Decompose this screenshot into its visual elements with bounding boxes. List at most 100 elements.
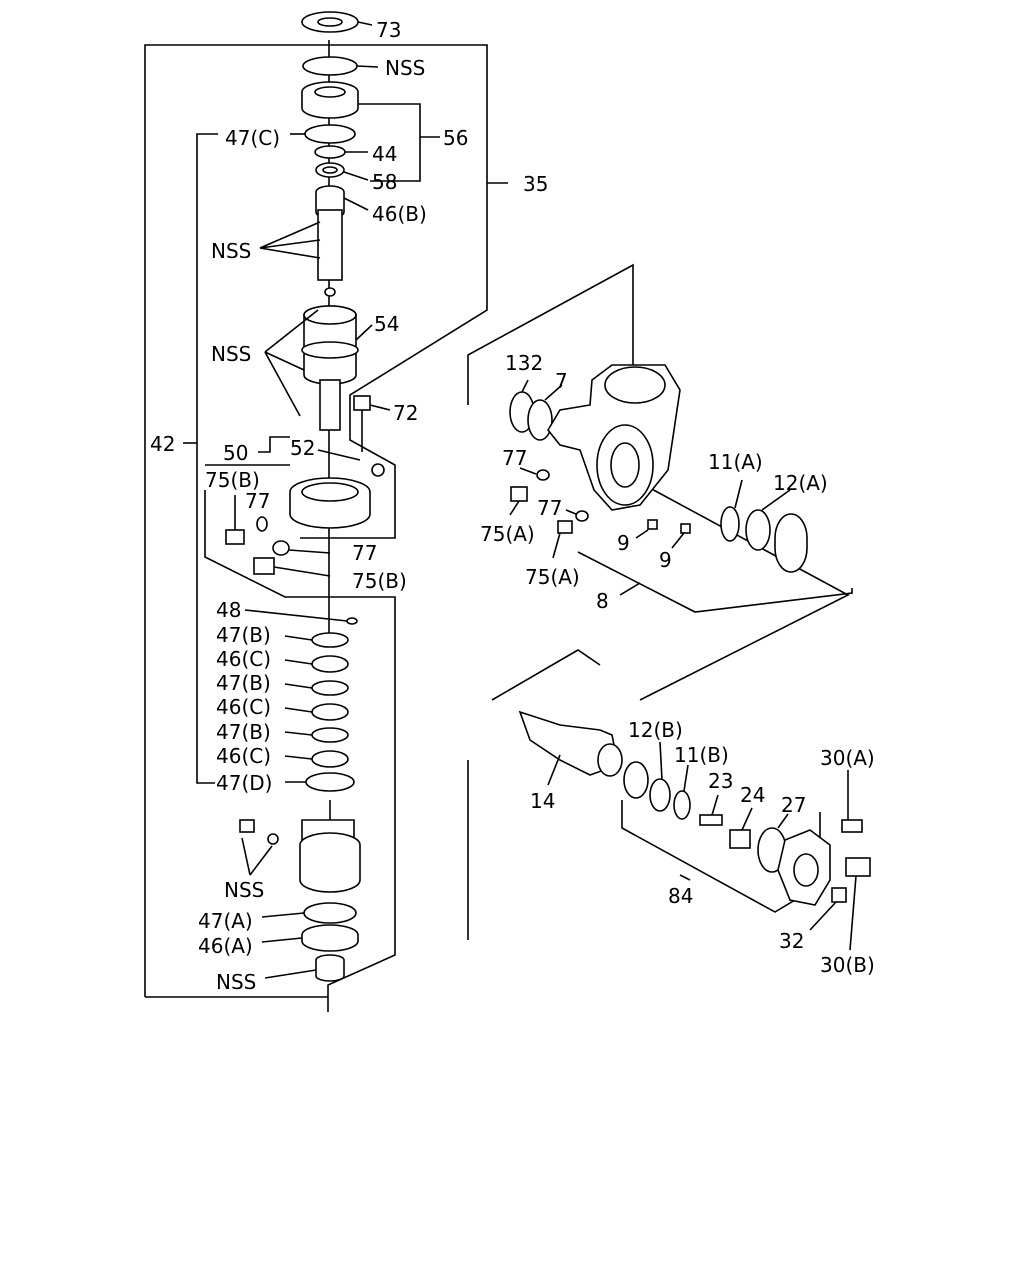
- washer-77-right-b: [565, 509, 589, 522]
- label-75b-1: 75(B): [205, 468, 260, 492]
- label-77-3: 77: [502, 446, 527, 470]
- piston-rack: [299, 800, 361, 893]
- label-7: 7: [555, 369, 568, 393]
- bearing-84: [623, 761, 649, 799]
- label-50: 50: [223, 441, 248, 465]
- label-56: 56: [443, 126, 468, 150]
- label-75a-2: 75(A): [525, 565, 580, 589]
- label-46c-2: 46(C): [216, 695, 271, 719]
- label-77-1: 77: [245, 489, 270, 513]
- label-nss-3: NSS: [211, 342, 251, 366]
- snap-ring-nss-top: [302, 56, 379, 76]
- seal-stack: [284, 632, 355, 792]
- label-132: 132: [505, 351, 543, 375]
- oil-seal-132: [509, 379, 563, 441]
- label-47b-3: 47(B): [216, 720, 271, 744]
- bracket-35: [144, 44, 508, 998]
- adjuster-screw-23: [699, 794, 723, 826]
- label-24: 24: [740, 783, 765, 807]
- ball-48: [244, 609, 358, 625]
- bearing-58: [315, 162, 369, 181]
- label-11a: 11(A): [708, 450, 763, 474]
- label-84: 84: [668, 884, 693, 908]
- label-48: 48: [216, 598, 241, 622]
- label-75a-1: 75(A): [480, 522, 535, 546]
- nut-32: [809, 887, 847, 931]
- label-52: 52: [290, 436, 315, 460]
- plug-75a-a: [509, 486, 528, 516]
- seal-44: [314, 145, 368, 159]
- washer-77-right-a: [519, 467, 550, 481]
- assembly-axis-lines: [328, 40, 850, 940]
- label-12b: 12(B): [628, 718, 683, 742]
- label-77-4: 77: [537, 496, 562, 520]
- label-73: 73: [376, 18, 401, 42]
- label-nss-4: NSS: [224, 878, 264, 902]
- housing-cap-50: [289, 449, 385, 529]
- bolts-nss-piston: [239, 819, 279, 876]
- label-nss-top: NSS: [385, 56, 425, 80]
- label-9-2: 9: [659, 548, 672, 572]
- washer-77-lower: [272, 540, 331, 556]
- plug-75b-lower: [253, 557, 331, 577]
- bracket-75b-group: [204, 464, 396, 1012]
- label-46c-1: 46(C): [216, 647, 271, 671]
- oring-47c: [290, 124, 356, 144]
- bolt-30a: [841, 770, 863, 833]
- label-46a: 46(A): [198, 934, 253, 958]
- stub-shaft: [259, 209, 343, 297]
- plug-nss-bottom: [264, 954, 345, 982]
- snap-ring-11b: [673, 764, 691, 820]
- bolt-30b: [845, 857, 871, 951]
- label-30a: 30(A): [820, 746, 875, 770]
- label-47d: 47(D): [216, 771, 272, 795]
- seal-46a: [261, 924, 359, 952]
- bracket-8: [577, 551, 853, 613]
- sector-shaft-14: [518, 710, 623, 786]
- label-58: 58: [372, 170, 397, 194]
- label-27: 27: [781, 793, 806, 817]
- label-75b-2: 75(B): [352, 569, 407, 593]
- bracket-56: [350, 103, 440, 182]
- label-nss-2: NSS: [211, 239, 251, 263]
- label-72: 72: [393, 401, 418, 425]
- seal-12b: [649, 741, 671, 812]
- label-35: 35: [523, 172, 548, 196]
- label-14: 14: [530, 789, 555, 813]
- plug-75a-b: [552, 520, 573, 559]
- label-12a: 12(A): [773, 471, 828, 495]
- label-54: 54: [374, 312, 399, 336]
- label-47b-1: 47(B): [216, 623, 271, 647]
- side-cover: [777, 829, 831, 906]
- washer-73: [301, 11, 373, 33]
- label-47b-2: 47(B): [216, 671, 271, 695]
- label-47a: 47(A): [198, 909, 253, 933]
- gear-housing-7: [547, 364, 681, 511]
- bearing-8: [774, 513, 808, 573]
- nut-24: [729, 807, 753, 849]
- snap-ring-11a: [720, 479, 743, 542]
- label-46b: 46(B): [372, 202, 427, 226]
- plug-75b-left: [225, 495, 245, 545]
- valve-54: [264, 305, 373, 431]
- label-46c-3: 46(C): [216, 744, 271, 768]
- seal-12a: [745, 489, 791, 551]
- bracket-50: [258, 436, 290, 453]
- cap-56: [301, 81, 359, 119]
- label-42: 42: [150, 432, 175, 456]
- bolt-72: [353, 395, 391, 452]
- oring-47a: [261, 902, 357, 924]
- label-32: 32: [779, 929, 804, 953]
- label-9-1: 9: [617, 531, 630, 555]
- label-8: 8: [596, 589, 609, 613]
- label-30b: 30(B): [820, 953, 875, 977]
- label-23: 23: [708, 769, 733, 793]
- washer-77-left: [256, 516, 268, 532]
- label-77-2: 77: [352, 541, 377, 565]
- label-nss-5: NSS: [216, 970, 256, 994]
- label-47c: 47(C): [225, 126, 280, 150]
- bracket-42: [183, 133, 218, 784]
- bolt-9-b: [671, 523, 691, 549]
- oring-27: [757, 813, 789, 873]
